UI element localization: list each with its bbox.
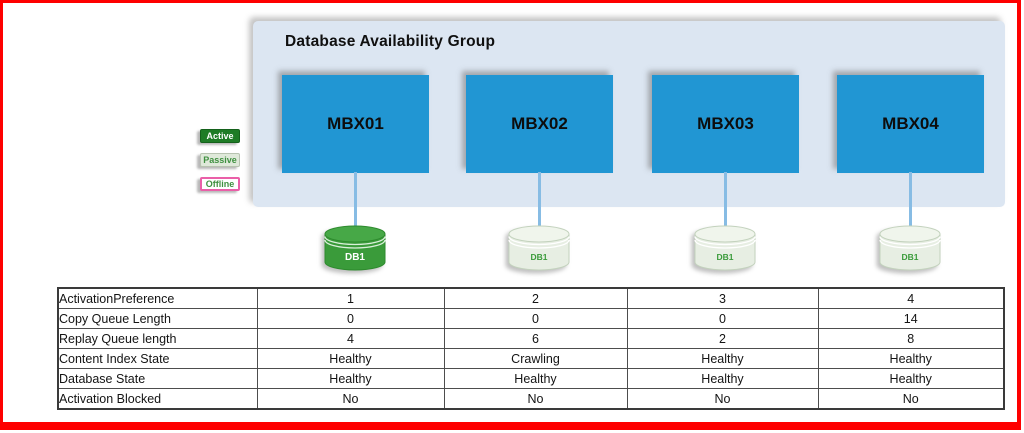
table-cell: 2 — [626, 328, 819, 349]
server-box-mbx01: MBX01 — [282, 75, 429, 173]
row-label: Content Index State — [57, 348, 258, 369]
connector-line — [724, 172, 727, 228]
server-label: MBX04 — [882, 114, 939, 133]
table-cell: 2 — [443, 287, 628, 309]
server-box-mbx03: MBX03 — [652, 75, 799, 173]
server-box-mbx04: MBX04 — [837, 75, 984, 173]
table-cell: 4 — [256, 328, 445, 349]
server-label: MBX02 — [511, 114, 568, 133]
database-icon-passive: DB1 — [877, 224, 943, 272]
database-icon-passive: DB1 — [692, 224, 758, 272]
table-cell: 0 — [256, 308, 445, 329]
table-cell: Healthy — [443, 368, 628, 389]
table-cell: 1 — [256, 287, 445, 309]
legend-passive-badge: Passive — [200, 153, 240, 167]
svg-text:DB1: DB1 — [901, 252, 918, 262]
table-cell: 0 — [626, 308, 819, 329]
table-cell: Healthy — [817, 368, 1005, 389]
legend-active-badge: Active — [200, 129, 240, 143]
table-cell: No — [443, 388, 628, 410]
table-cell: No — [626, 388, 819, 410]
row-label: Activation Blocked — [57, 388, 258, 410]
row-label: Replay Queue length — [57, 328, 258, 349]
table-cell: No — [817, 388, 1005, 410]
table-cell: 4 — [817, 287, 1005, 309]
table-cell: Healthy — [817, 348, 1005, 369]
connector-line — [909, 172, 912, 228]
table-cell: 0 — [443, 308, 628, 329]
server-label: MBX03 — [697, 114, 754, 133]
database-icon-active: DB1 — [322, 224, 388, 272]
server-box-mbx02: MBX02 — [466, 75, 613, 173]
table-cell: Healthy — [256, 368, 445, 389]
connector-line — [354, 172, 357, 228]
table-cell: Crawling — [443, 348, 628, 369]
server-label: MBX01 — [327, 114, 384, 133]
svg-text:DB1: DB1 — [345, 252, 365, 263]
table-cell: 14 — [817, 308, 1005, 329]
table-cell: 6 — [443, 328, 628, 349]
dag-title: Database Availability Group — [285, 33, 496, 50]
database-icon-passive: DB1 — [506, 224, 572, 272]
row-label: Copy Queue Length — [57, 308, 258, 329]
svg-text:DB1: DB1 — [716, 252, 733, 262]
legend-offline-badge: Offline — [200, 177, 240, 191]
table-cell: No — [256, 388, 445, 410]
connector-line — [538, 172, 541, 228]
table-cell: Healthy — [256, 348, 445, 369]
table-cell: Healthy — [626, 368, 819, 389]
table-cell: Healthy — [626, 348, 819, 369]
table-cell: 3 — [626, 287, 819, 309]
table-cell: 8 — [817, 328, 1005, 349]
row-label: ActivationPreference — [57, 287, 258, 309]
svg-text:DB1: DB1 — [530, 252, 547, 262]
row-label: Database State — [57, 368, 258, 389]
